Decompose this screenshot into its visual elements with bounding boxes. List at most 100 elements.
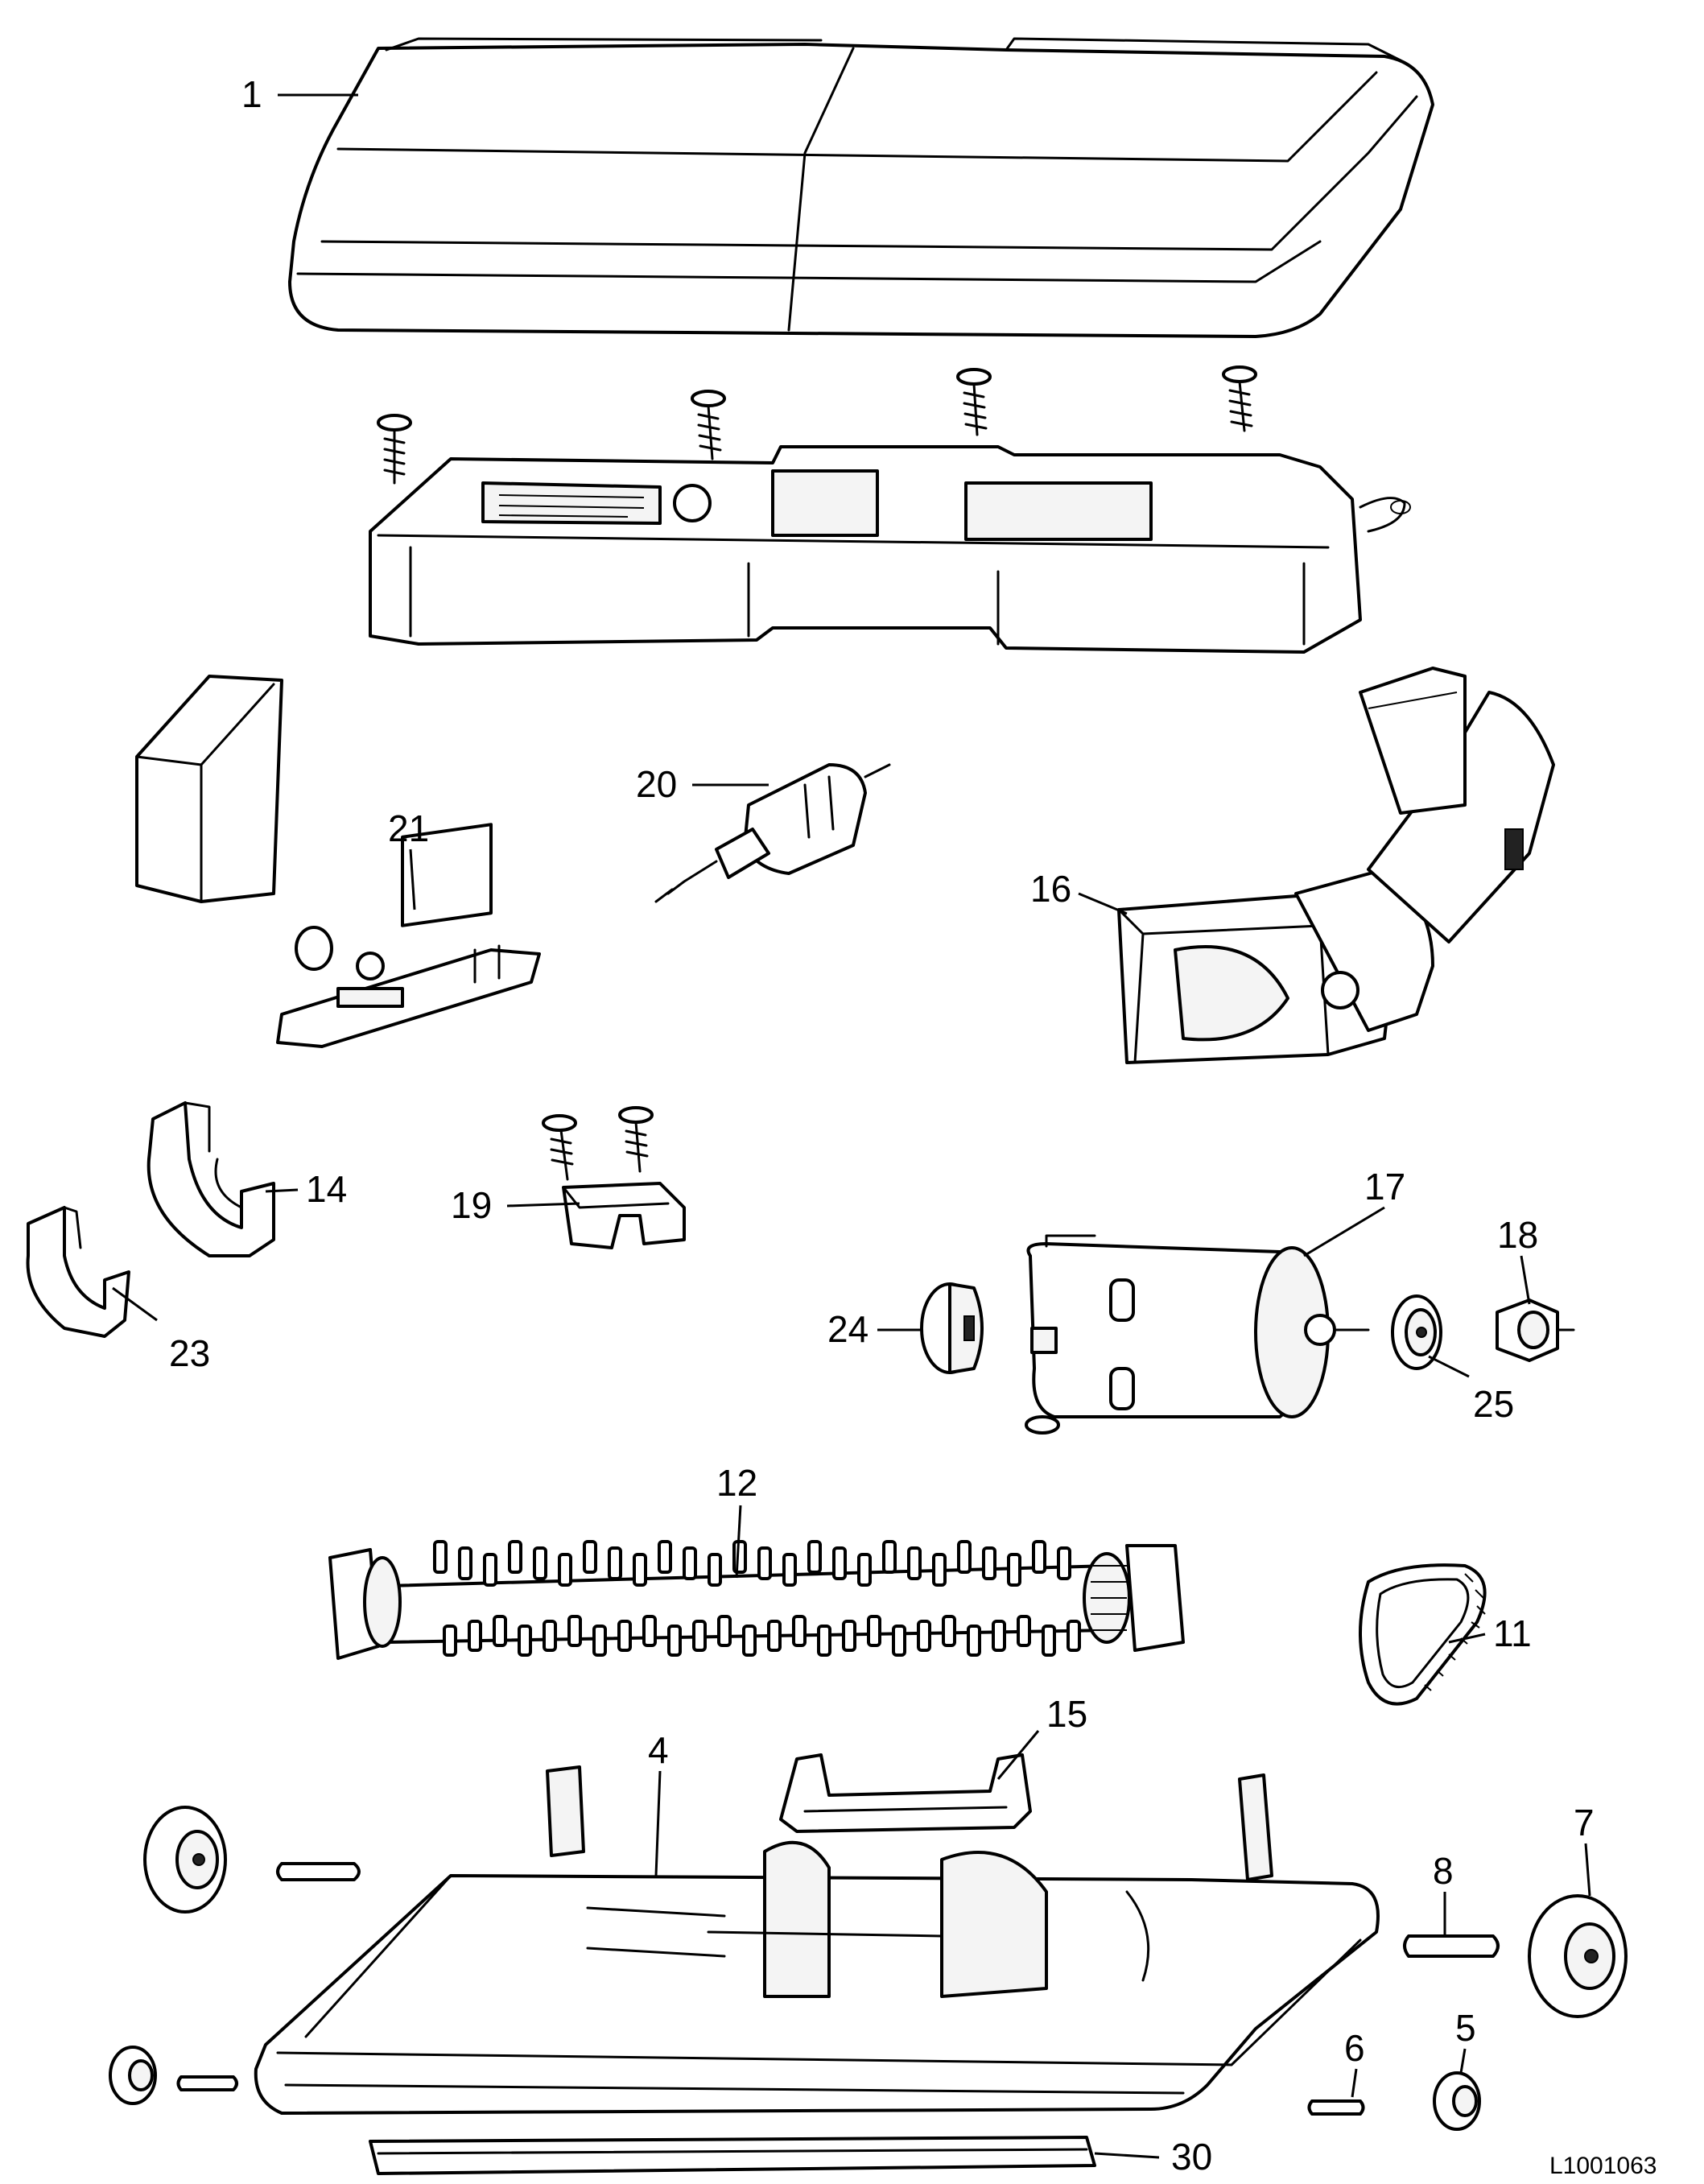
leader-18	[1520, 1255, 1531, 1305]
bristle-tuft	[592, 1625, 607, 1657]
front-left-wheel	[143, 1806, 227, 1914]
bristle-tuft	[683, 1546, 697, 1580]
document-id: L1001063	[1549, 2153, 1657, 2179]
bristle-tuft	[917, 1620, 931, 1652]
bristle-tuft	[857, 1553, 872, 1587]
callout-6: 6	[1344, 2027, 1365, 2069]
bristle-tuft	[907, 1546, 922, 1580]
bristle-tuft	[957, 1540, 972, 1574]
bristle-tuft	[757, 1546, 772, 1580]
callout-11: 11	[1493, 1612, 1532, 1654]
leader-7	[1584, 1843, 1591, 1897]
leader-19	[506, 1202, 580, 1208]
bristle-tuft	[633, 1553, 647, 1587]
callout-5: 5	[1455, 2007, 1476, 2049]
callout-7: 7	[1574, 1802, 1595, 1843]
leader-5	[1459, 2048, 1467, 2074]
bristle-tuft	[483, 1553, 497, 1587]
bristle-tuft	[742, 1625, 757, 1657]
small-left-pin	[176, 2075, 238, 2091]
bristle-tuft	[942, 1615, 956, 1647]
leader-6	[1351, 2068, 1358, 2098]
bristle-tuft	[1057, 1546, 1071, 1580]
bristle-tuft	[583, 1540, 597, 1574]
leader-15	[996, 1730, 1040, 1780]
leader-21	[409, 848, 416, 910]
bristle-tuft	[867, 1615, 881, 1647]
bristle-tuft	[792, 1615, 807, 1647]
callout-4: 4	[648, 1729, 669, 1771]
bristle-tuft	[817, 1625, 831, 1657]
bristle-tuft	[518, 1625, 532, 1657]
screw-icon	[377, 414, 412, 485]
part-18-gear-nut	[1496, 1298, 1575, 1362]
callout-12: 12	[716, 1462, 757, 1504]
callout-18: 18	[1497, 1214, 1538, 1256]
bristle-tuft	[708, 1553, 722, 1587]
leader-16	[1078, 892, 1128, 915]
bristle-tuft	[932, 1553, 947, 1587]
leader-23	[112, 1286, 158, 1322]
bristle-tuft	[732, 1540, 747, 1574]
part-19-bracket	[542, 1106, 686, 1249]
part-5-roller	[1433, 2071, 1481, 2131]
bristle-tuft	[458, 1546, 472, 1580]
bristle-tuft	[1032, 1540, 1046, 1574]
callout-23: 23	[169, 1332, 210, 1374]
leader-4	[654, 1770, 662, 1876]
part-30-bumper-strip	[369, 2136, 1096, 2175]
bristle-tuft	[658, 1540, 672, 1574]
leader-25	[1428, 1355, 1470, 1378]
hood-screws	[377, 365, 1257, 485]
bristle-tuft	[692, 1620, 707, 1652]
screw-icon	[542, 1114, 577, 1181]
bristle-tuft	[967, 1625, 981, 1657]
bristle-tuft	[1017, 1615, 1031, 1647]
bristle-tuft	[508, 1540, 522, 1574]
leader-11	[1448, 1633, 1486, 1644]
front-left-axle	[276, 1862, 361, 1881]
leader-30	[1094, 2152, 1160, 2159]
bristle-tuft	[558, 1553, 572, 1587]
part-14-clip	[146, 1101, 275, 1257]
leader-14	[265, 1188, 299, 1193]
part-16-hose-elbow	[1117, 667, 1555, 1064]
bristle-tuft	[767, 1620, 782, 1652]
bristle-tuft	[608, 1546, 622, 1580]
bristle-tuft	[543, 1620, 557, 1652]
bristle-tuft	[533, 1546, 547, 1580]
part-21-circuit-board	[276, 823, 541, 1048]
callout-15: 15	[1046, 1693, 1087, 1735]
bristle-tuft	[807, 1540, 822, 1574]
callout-17: 17	[1364, 1166, 1405, 1208]
part-24-motor-endcap	[920, 1282, 984, 1374]
part-12-brush-roll	[328, 1540, 1185, 1660]
bristle-tuft	[468, 1620, 482, 1652]
part-7-rear-wheel	[1528, 1894, 1628, 2018]
bristle-tuft	[782, 1553, 797, 1587]
part-25-pulley	[1391, 1294, 1442, 1370]
callout-8: 8	[1433, 1850, 1454, 1892]
bristle-tuft	[1067, 1620, 1081, 1652]
callout-21: 21	[388, 807, 429, 849]
part-1-hood-cover	[288, 37, 1434, 338]
part-4-base-plate	[254, 1765, 1380, 2115]
bristle-tuft	[443, 1625, 457, 1657]
screw-icon	[691, 390, 726, 460]
bristle-tuft	[1007, 1553, 1021, 1587]
bristle-tuft	[832, 1546, 847, 1580]
bristle-tuft	[1042, 1625, 1056, 1657]
leader-12	[735, 1505, 742, 1579]
callout-14: 14	[306, 1168, 347, 1210]
callout-25: 25	[1473, 1383, 1514, 1425]
callout-19: 19	[451, 1184, 492, 1226]
part-6-pin	[1307, 2099, 1365, 2116]
callout-20: 20	[636, 763, 677, 805]
bristle-tuft	[493, 1615, 507, 1647]
callout-1: 1	[241, 73, 262, 115]
callout-30: 30	[1171, 2136, 1212, 2178]
bristle-tuft	[433, 1540, 448, 1574]
leader-17	[1303, 1206, 1385, 1257]
bristle-tuft	[717, 1615, 732, 1647]
